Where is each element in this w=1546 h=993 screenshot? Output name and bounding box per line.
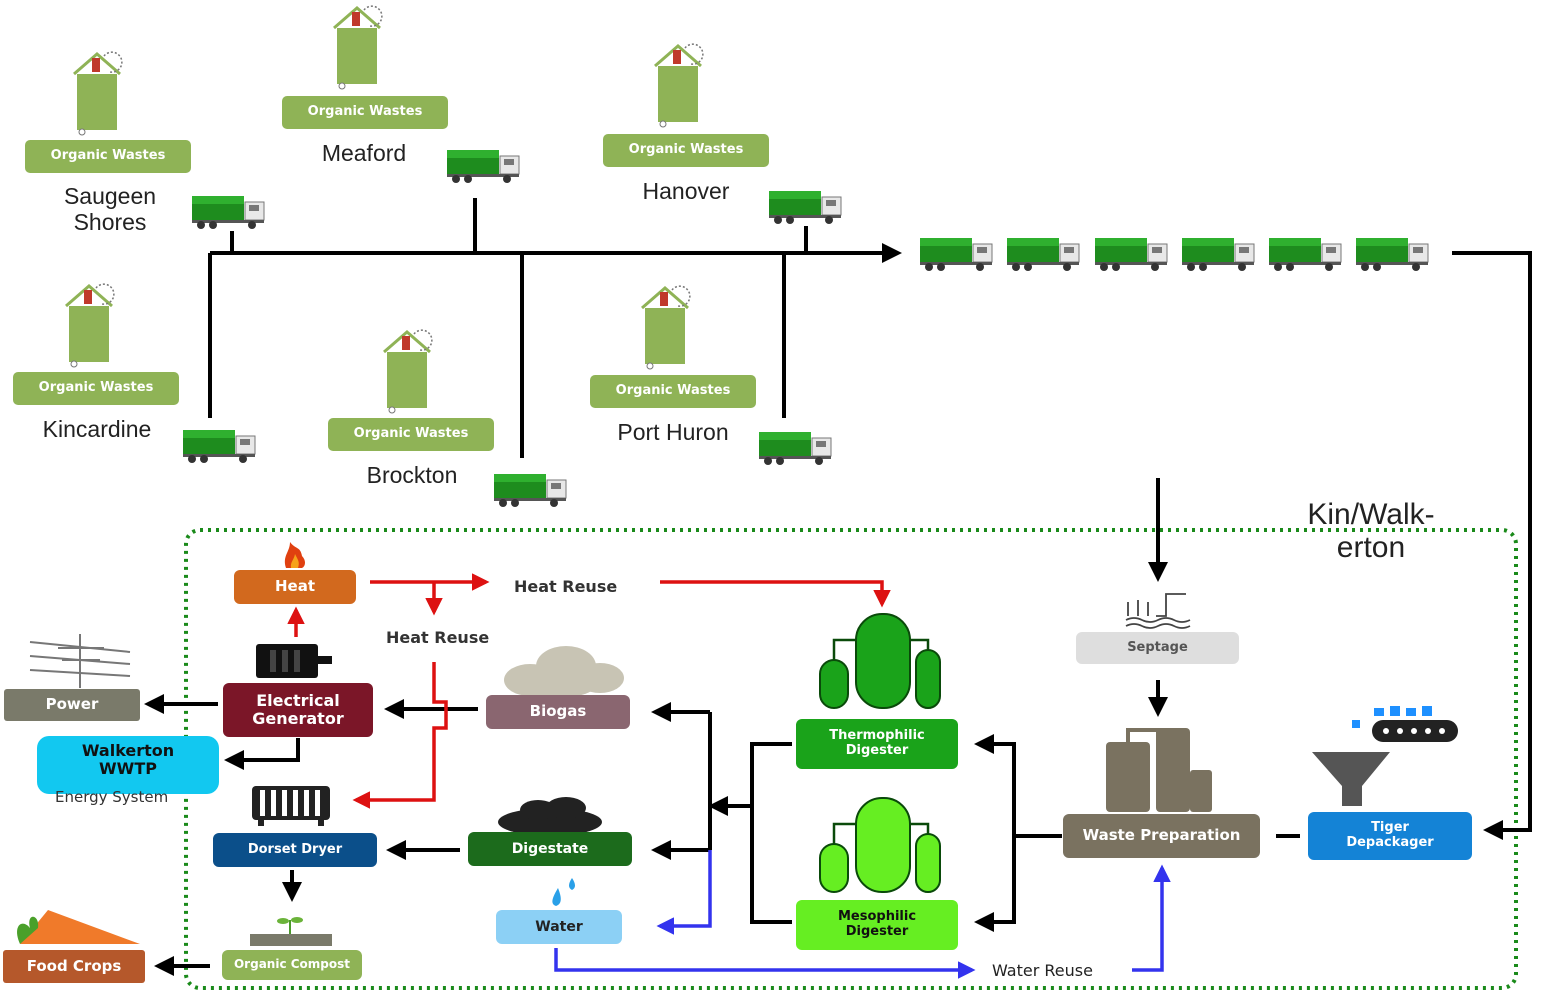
truck-icon — [1181, 237, 1255, 272]
tanks-icon — [1106, 728, 1212, 812]
flame-icon — [284, 542, 305, 568]
town-hanover: Hanover — [642, 178, 730, 204]
town-meaford: Meaford — [321, 140, 407, 166]
truck-icon — [191, 195, 265, 230]
waste-preparation-node: Waste Preparation — [1063, 814, 1260, 858]
organic-wastes-port-huron: Organic Wastes — [590, 375, 756, 408]
electrical-generator-node: Electrical Generator — [223, 683, 373, 737]
bin-icon — [72, 50, 124, 137]
town-brockton: Brockton — [366, 462, 458, 488]
truck-icon — [493, 473, 567, 508]
town-port-huron: Port Huron — [617, 419, 729, 445]
carrot-icon — [17, 910, 140, 944]
organic-wastes-meaford: Organic Wastes — [282, 96, 448, 129]
septage-icon — [1125, 593, 1191, 629]
bin-icon — [332, 4, 384, 91]
dorset-dryer-node: Dorset Dryer — [213, 833, 377, 867]
organic-wastes-kincardine: Organic Wastes — [13, 372, 179, 405]
organic-wastes-hanover: Organic Wastes — [603, 134, 769, 167]
bin-icon — [653, 42, 705, 129]
heat-reuse-label: Heat Reuse — [514, 577, 618, 596]
truck-icon — [182, 429, 256, 464]
motor-icon — [256, 644, 332, 678]
bin-icon — [64, 282, 116, 369]
heat-arrows — [287, 573, 891, 809]
bin-icon — [382, 328, 434, 415]
truck-icon — [1355, 237, 1429, 272]
funnel-conveyor-icon — [1312, 706, 1458, 806]
energy-system-label: Energy System — [55, 788, 169, 806]
tiger-depackager-node: Tiger Depackager — [1308, 812, 1472, 860]
radiator-icon — [252, 786, 330, 826]
facility-title: Kin/Walk- erton — [1307, 498, 1435, 564]
cloud-icon — [504, 646, 624, 698]
heat-reuse-label: Heat Reuse — [386, 628, 490, 647]
organic-wastes-brockton: Organic Wastes — [328, 418, 494, 451]
water-reuse-label: Water Reuse — [992, 961, 1093, 980]
process-arrows — [144, 680, 1300, 976]
septage-node: Septage — [1076, 632, 1239, 664]
truck-icon — [919, 237, 993, 272]
town-kincardine: Kincardine — [42, 416, 152, 442]
power-pole-icon — [29, 634, 131, 688]
food-crops-node: Food Crops — [3, 950, 145, 983]
truck-icon — [758, 431, 832, 466]
thermophilic-digester-node: Thermophilic Digester — [796, 719, 958, 769]
collection-network — [208, 198, 1532, 840]
biogas-node: Biogas — [486, 695, 630, 729]
sprout-icon — [250, 917, 332, 946]
digester-tanks-icon — [812, 610, 947, 722]
digester-tanks-icon — [812, 794, 947, 898]
water-node: Water — [496, 910, 622, 944]
organic-compost-node: Organic Compost — [222, 950, 362, 980]
truck-icon — [1268, 237, 1342, 272]
bin-icon — [640, 284, 692, 371]
organic-wastes-saugeen: Organic Wastes — [25, 140, 191, 173]
truck-icon — [1006, 237, 1080, 272]
truck-icon — [1094, 237, 1168, 272]
walkerton-wwtp-node: Walkerton WWTP — [37, 736, 219, 794]
heat-node: Heat — [234, 570, 356, 604]
mesophilic-digester-node: Mesophilic Digester — [796, 900, 958, 950]
soil-pile-icon — [498, 797, 602, 836]
town-saugeen-shores: Saugeen Shores — [63, 183, 157, 236]
truck-icon — [768, 190, 842, 225]
truck-icon — [446, 149, 520, 184]
power-node: Power — [4, 689, 140, 721]
digestate-node: Digestate — [468, 832, 632, 866]
water-arrows — [554, 850, 1171, 979]
water-drop-icon — [552, 878, 575, 906]
